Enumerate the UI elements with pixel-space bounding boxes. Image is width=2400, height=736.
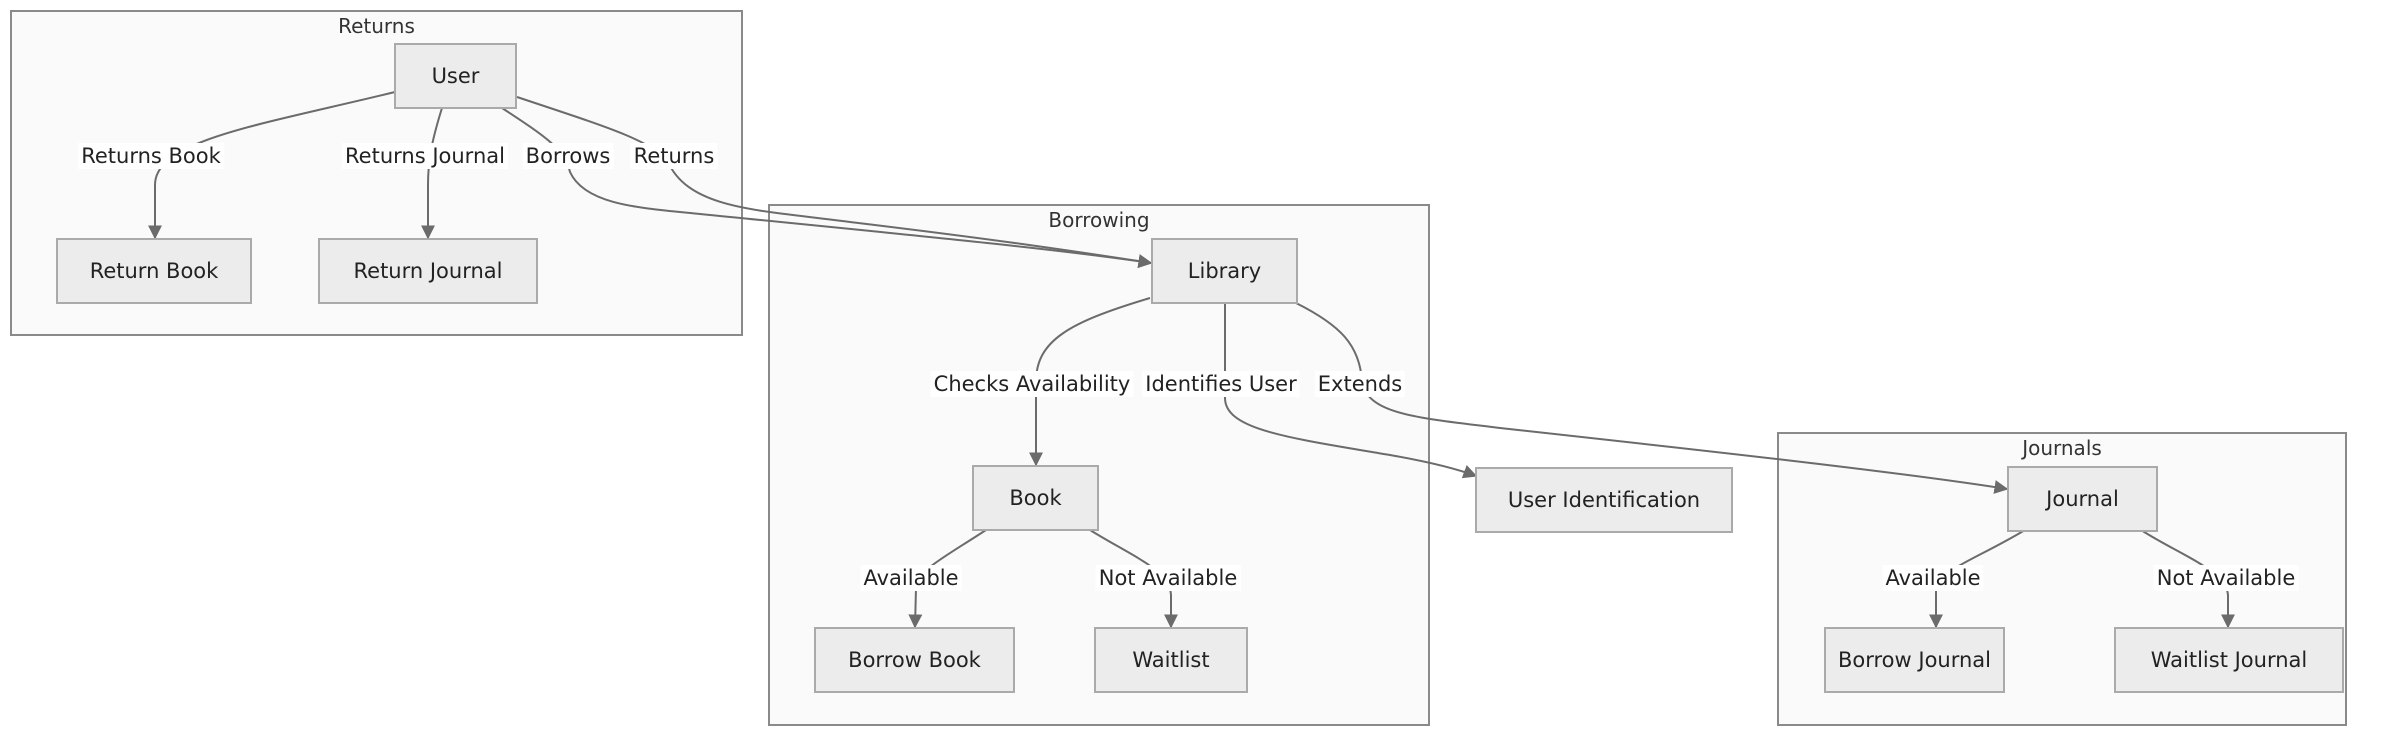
node-user-identification[interactable]: User Identification: [1475, 467, 1733, 533]
edge-label-returns-book: Returns Book: [78, 143, 224, 169]
node-borrow-book[interactable]: Borrow Book: [814, 627, 1015, 693]
node-journal[interactable]: Journal: [2007, 466, 2158, 532]
edge-label-book-available: Available: [860, 565, 962, 591]
group-returns-title: Returns: [338, 14, 415, 38]
edge-label-checks-availability: Checks Availability: [930, 371, 1134, 397]
edge-library-journal: [1295, 302, 2009, 494]
node-user[interactable]: User: [394, 43, 517, 109]
node-return-journal[interactable]: Return Journal: [318, 238, 538, 304]
edge-label-borrows: Borrows: [522, 143, 614, 169]
edge-user-returnbook: [148, 91, 396, 240]
edge-label-returns-journal: Returns Journal: [342, 143, 508, 169]
edge-user-library-returns: [516, 96, 1153, 268]
edge-user-library-borrows: [501, 107, 1153, 269]
node-waitlist[interactable]: Waitlist: [1094, 627, 1248, 693]
edge-label-returns: Returns: [630, 143, 718, 169]
edge-label-identifies-user: Identifies User: [1142, 371, 1300, 397]
node-waitlist-journal[interactable]: Waitlist Journal: [2114, 627, 2344, 693]
edge-label-journal-not-available: Not Available: [2153, 565, 2299, 591]
node-book[interactable]: Book: [972, 465, 1099, 531]
edge-user-returnjournal: [421, 107, 443, 240]
node-return-book[interactable]: Return Book: [56, 238, 252, 304]
node-library[interactable]: Library: [1151, 238, 1298, 304]
edge-label-book-not-available: Not Available: [1095, 565, 1241, 591]
group-borrowing-title: Borrowing: [1048, 208, 1150, 232]
edge-label-extends: Extends: [1314, 371, 1406, 397]
edge-label-journal-available: Available: [1882, 565, 1984, 591]
node-borrow-journal[interactable]: Borrow Journal: [1824, 627, 2005, 693]
group-journals-title: Journals: [2022, 436, 2102, 460]
edge-library-useridentification: [1224, 304, 1478, 479]
